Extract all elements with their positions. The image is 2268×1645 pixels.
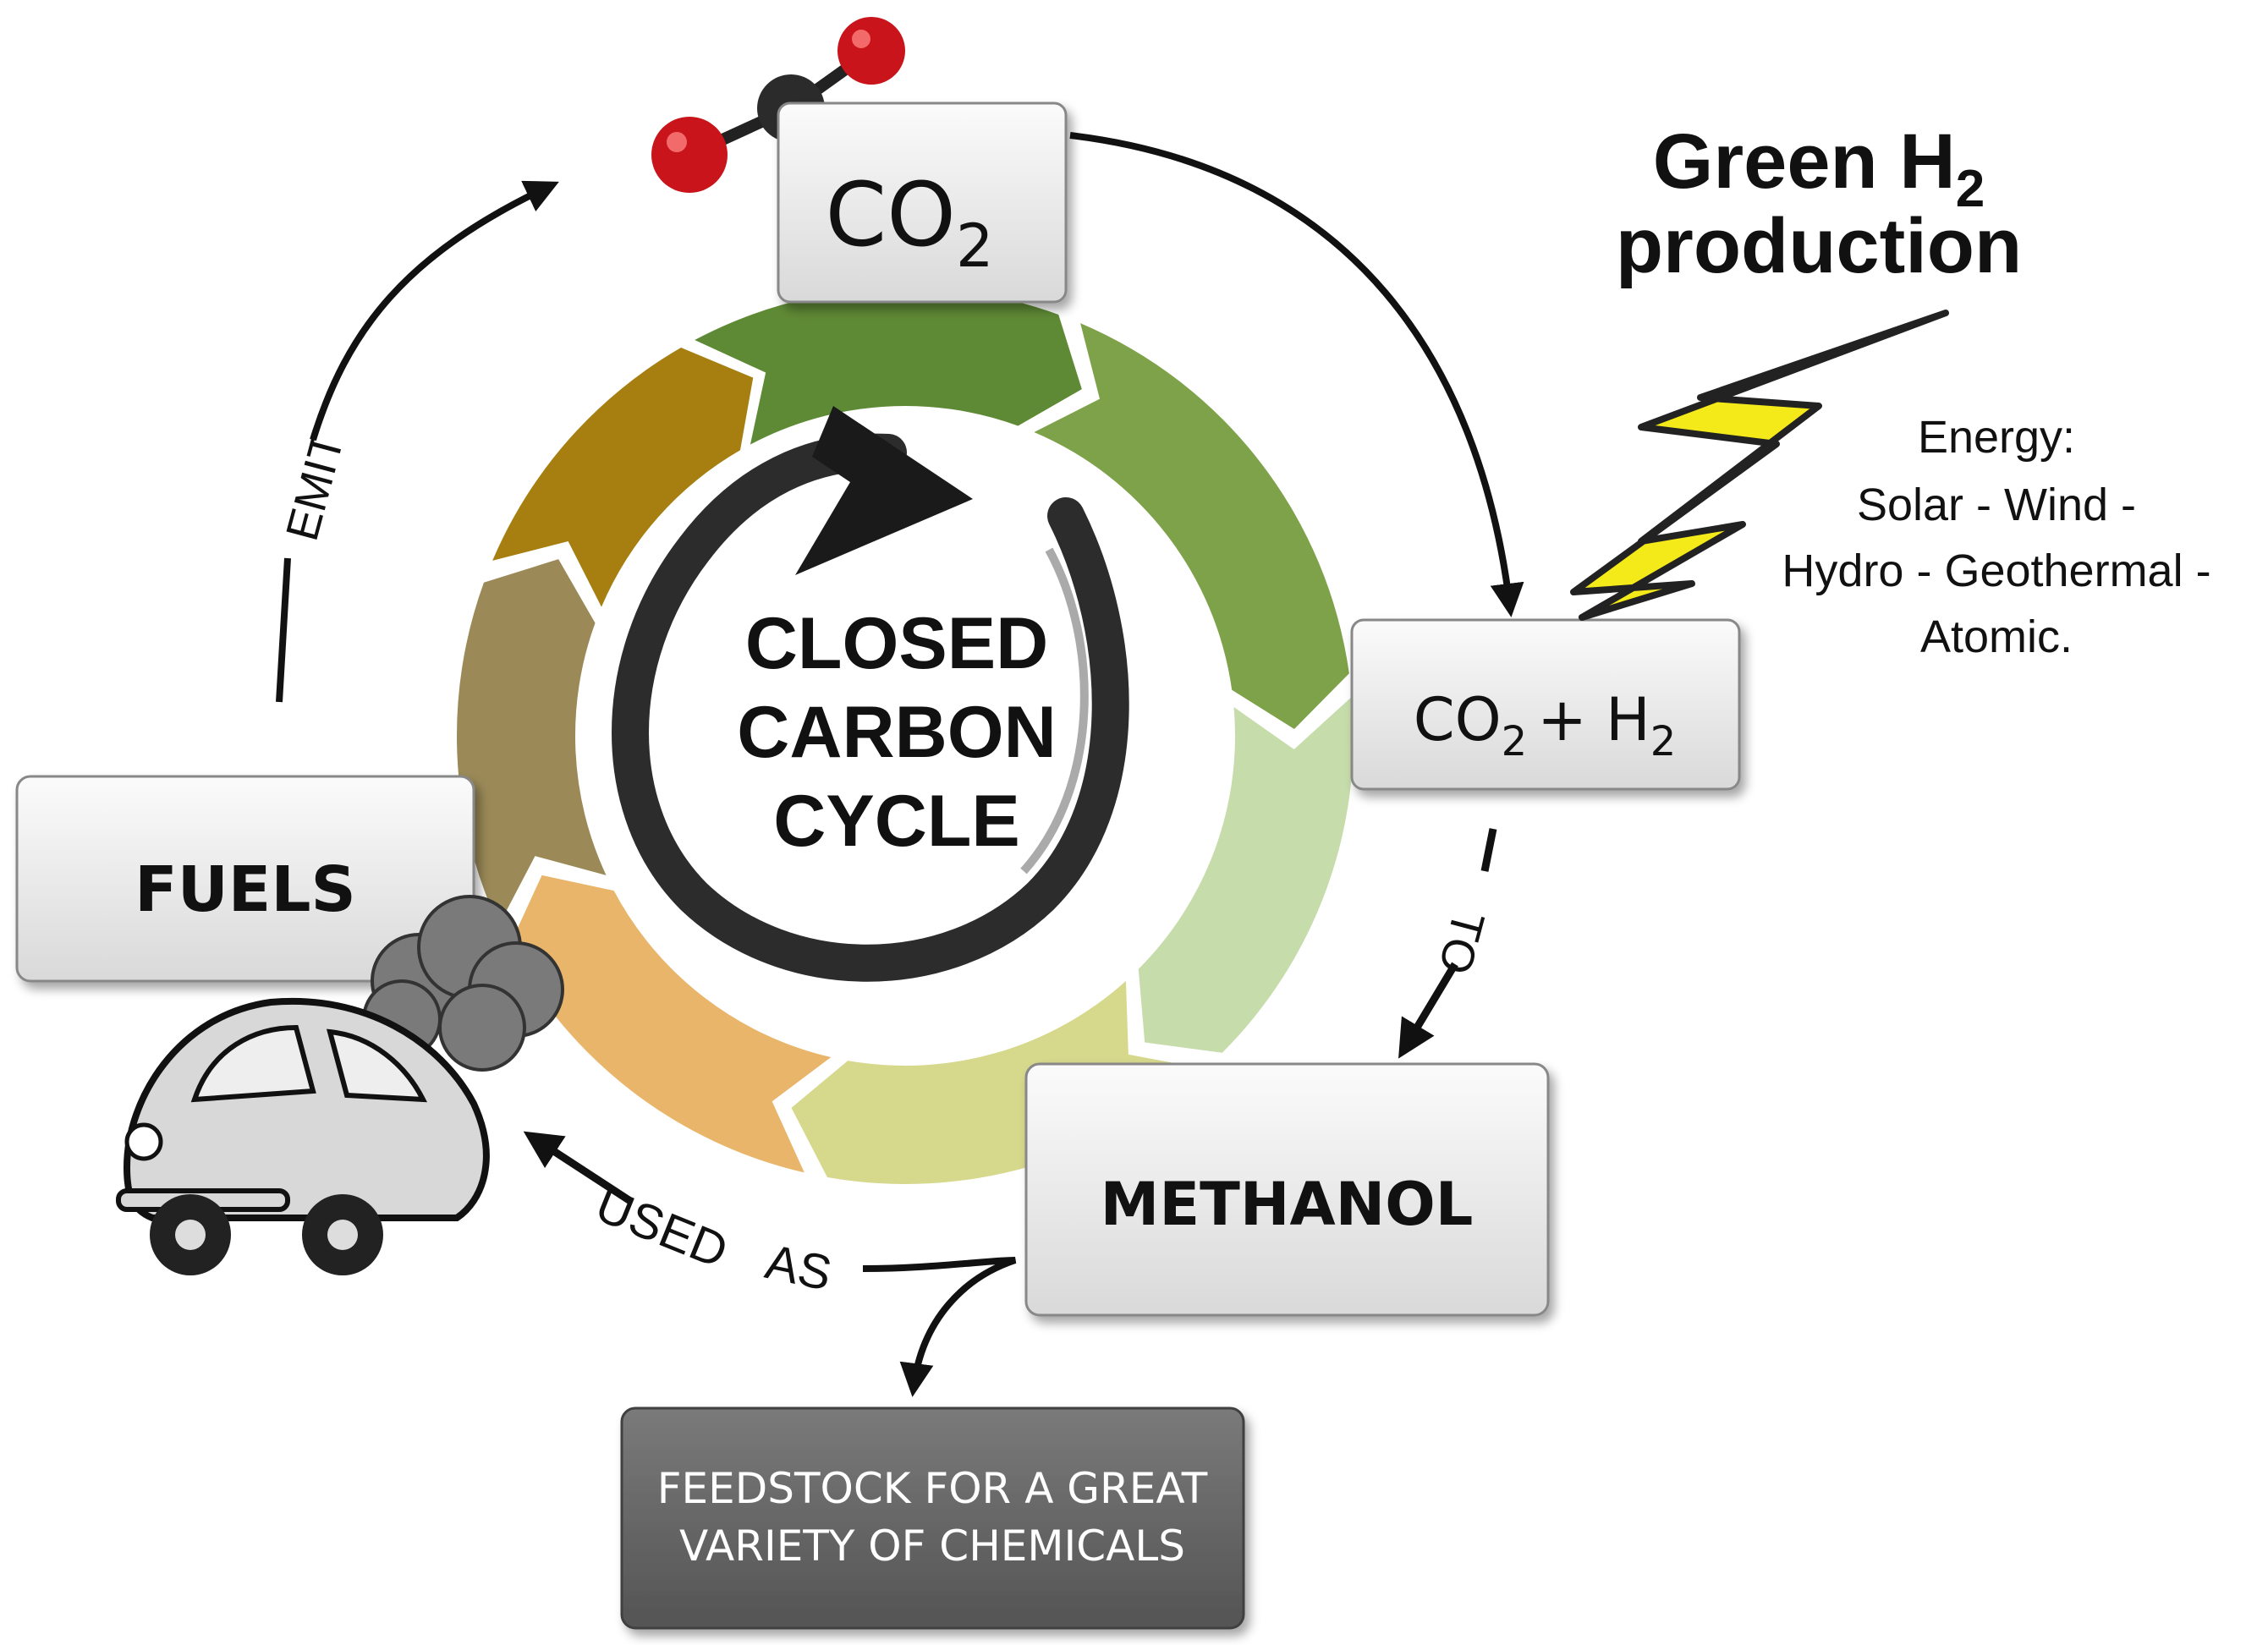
svg-text:CO2: CO2 <box>825 163 993 281</box>
center-title-line3: CYCLE <box>773 781 1019 862</box>
center-title-line1: CLOSED <box>745 603 1048 684</box>
co2-h2-sub1: 2 <box>1502 718 1528 765</box>
feedstock-box: FEEDSTOCK FOR A GREAT VARIETY OF CHEMICA… <box>620 1406 1245 1630</box>
as-label: AS <box>761 1234 836 1302</box>
arrow-mix-to-methanol <box>1404 828 1497 1049</box>
arrow-methanol-to-feedstock <box>862 1257 1017 1397</box>
cycle-arrow-icon <box>612 406 1129 982</box>
co2-h2-box: CO2+ H2 <box>1350 618 1741 791</box>
center-title-line2: CARBON <box>737 692 1056 773</box>
lightning-bolt-icon <box>1570 310 1949 621</box>
energy-line4: Atomic. <box>1920 611 2073 662</box>
arc-segment-light-green <box>1138 696 1354 1053</box>
svg-text:CO2+ H2: CO2+ H2 <box>1414 685 1677 765</box>
green-h2-title-line1: Green H2 <box>1653 118 1985 218</box>
fuels-box: FUELS <box>15 775 475 983</box>
energy-line1: Energy: <box>1918 412 2075 463</box>
fuels-label: FUELS <box>135 853 356 926</box>
arc-segment-taupe <box>456 559 607 925</box>
emit-label: EMIT <box>277 427 354 546</box>
arc-segment-olive <box>492 348 754 607</box>
arc-segment-dark-green <box>695 288 1082 445</box>
co2-box: CO2 <box>777 101 1068 304</box>
arrow-methanol-to-car <box>523 1131 633 1204</box>
methanol-box: METHANOL <box>1024 1062 1550 1317</box>
energy-line3: Hydro - Geothermal - <box>1782 546 2210 596</box>
used-label: USED <box>588 1177 735 1280</box>
energy-line2: Solar - Wind - <box>1857 480 2136 530</box>
car-icon <box>116 895 564 1275</box>
arc-segment-green <box>1034 323 1349 729</box>
arrow-co2-to-mix <box>1069 132 1524 617</box>
co2-subscript: 2 <box>956 211 994 281</box>
methanol-label: METHANOL <box>1101 1170 1474 1239</box>
feedstock-line2: VARIETY OF CHEMICALS <box>679 1522 1185 1571</box>
co2-h2-plus: + H <box>1537 685 1650 754</box>
co2-text: CO <box>825 163 955 266</box>
cycle-ring <box>456 288 1354 1184</box>
arc-segment-orange <box>509 875 832 1173</box>
co2-h2-sub2: 2 <box>1650 718 1677 765</box>
to-label: TO <box>1429 906 1494 979</box>
green-h2-title-line2: production <box>1616 203 2022 289</box>
arrow-fuels-to-co2 <box>276 186 550 703</box>
feedstock-line1: FEEDSTOCK FOR A GREAT <box>657 1464 1208 1513</box>
co2-h2-co: CO <box>1414 685 1502 754</box>
